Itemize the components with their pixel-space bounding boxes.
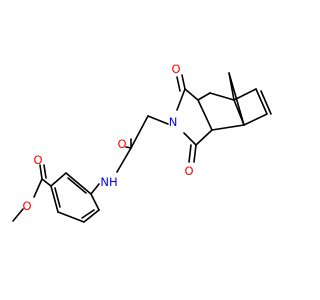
bond bbox=[90, 193, 100, 211]
bonds bbox=[12, 72, 272, 223]
bond bbox=[147, 115, 169, 125]
nitrogen-atom-label: N bbox=[169, 115, 178, 129]
oxygen-atom-label: O bbox=[117, 137, 126, 151]
bond bbox=[90, 183, 100, 195]
bond bbox=[125, 146, 132, 149]
bond bbox=[260, 90, 272, 115]
bond bbox=[33, 178, 43, 198]
nh-atom-label: NH bbox=[100, 175, 117, 189]
oxygen-atom-label: O bbox=[22, 199, 31, 213]
bond bbox=[41, 178, 52, 187]
bond bbox=[243, 113, 268, 126]
bond bbox=[50, 172, 67, 187]
molecule-svg: O N O O NH O O bbox=[12, 62, 272, 223]
bond bbox=[81, 209, 95, 219]
oxygen-atom-label: O bbox=[184, 164, 193, 178]
bond bbox=[255, 88, 268, 115]
bond bbox=[39, 164, 43, 180]
bond bbox=[188, 144, 192, 163]
bond bbox=[228, 72, 245, 126]
atom-labels: O N O O NH O O bbox=[22, 62, 193, 213]
bond bbox=[67, 177, 87, 194]
bond bbox=[195, 129, 213, 146]
bond bbox=[65, 172, 92, 195]
bond bbox=[233, 88, 257, 101]
bond bbox=[176, 76, 181, 92]
bond bbox=[83, 209, 100, 223]
bond bbox=[130, 115, 149, 149]
bond bbox=[184, 88, 199, 101]
bond bbox=[57, 211, 85, 223]
bond bbox=[176, 88, 186, 111]
bond bbox=[43, 164, 47, 179]
bond bbox=[209, 92, 235, 101]
oxygen-atom-label: O bbox=[171, 62, 180, 76]
bond bbox=[197, 92, 211, 101]
structure-diagram: O N O O NH O O bbox=[12, 62, 272, 223]
bond bbox=[197, 99, 213, 131]
bond bbox=[50, 185, 59, 213]
bond bbox=[54, 187, 61, 208]
bond bbox=[183, 132, 197, 146]
bond bbox=[12, 208, 24, 222]
bond bbox=[181, 74, 186, 90]
bond bbox=[116, 147, 132, 173]
bond bbox=[193, 144, 197, 163]
oxygen-atom-label: O bbox=[33, 153, 42, 167]
bond bbox=[211, 124, 245, 131]
